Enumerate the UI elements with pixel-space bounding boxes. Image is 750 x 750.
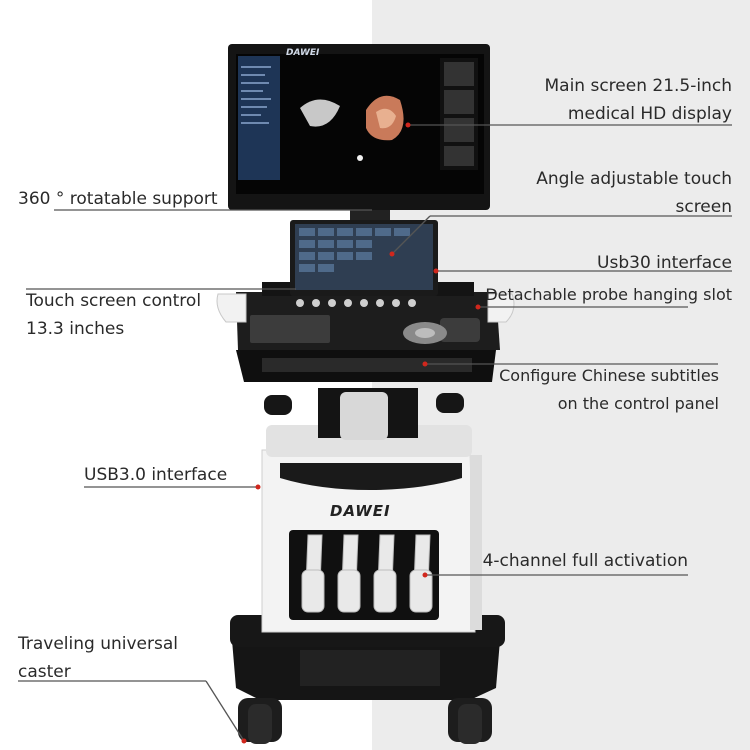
- callout-touch-screen-control: Touch screen control 13.3 inches: [26, 291, 202, 339]
- leader-caster: [205, 680, 245, 742]
- callout-leader-lines: [18, 124, 732, 742]
- main-monitor: [228, 44, 490, 220]
- callout-usb30-interface: Usb30 interface: [597, 253, 732, 273]
- control-panel: [216, 282, 515, 382]
- callout-4-channel-activation: 4-channel full activation: [482, 551, 688, 571]
- monitor-brand-logo: DAWEI: [286, 48, 320, 58]
- cabinet-brand-logo: DAWEI: [330, 502, 391, 520]
- callout-dots: [241, 122, 481, 744]
- callout-usb3-interface: USB3.0 interface: [84, 465, 228, 485]
- callout-universal-caster: Traveling universal caster: [18, 634, 179, 682]
- callout-probe-hanging-slot: Detachable probe hanging slot: [485, 285, 732, 304]
- main-cabinet: [261, 425, 482, 633]
- touch-screen: [290, 220, 438, 296]
- lift-column: [264, 388, 464, 440]
- callout-chinese-subtitles: Configure Chinese subtitles on the contr…: [499, 366, 719, 413]
- callout-main-screen: Main screen 21.5-inch medical HD display: [544, 76, 732, 124]
- base-and-casters: [230, 615, 505, 744]
- callout-angle-touch-screen: Angle adjustable touch screen: [536, 169, 732, 217]
- callout-rotatable-support: 360 ° rotatable support: [18, 189, 218, 209]
